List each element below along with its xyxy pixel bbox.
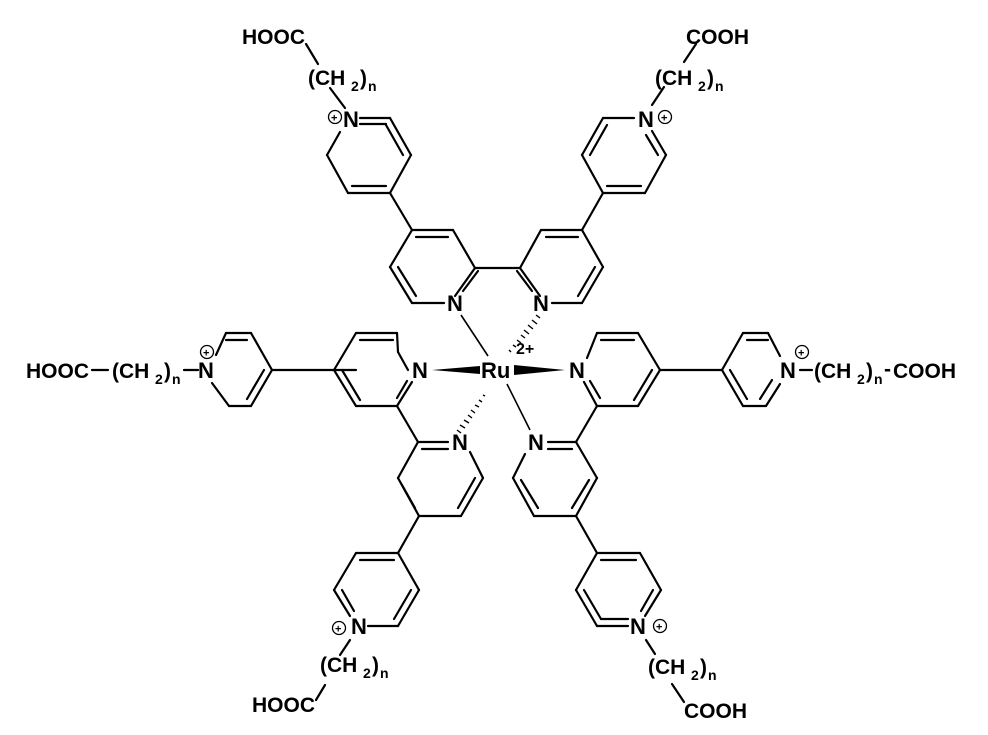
svg-text:): ) — [372, 654, 379, 677]
svg-text:N: N — [343, 107, 359, 132]
pyridinium-n-top-left: N + — [327, 107, 359, 132]
arm-top-left: HOOC (CH 2 ) n — [242, 26, 377, 94]
top-bipyridine — [388, 191, 605, 305]
linker-label: (CH — [308, 67, 345, 90]
positive-charge-icon — [327, 109, 343, 125]
arm-right: (CH 2 ) n - COOH — [814, 358, 956, 387]
linker-label: (CH — [814, 360, 851, 383]
svg-text:2: 2 — [363, 665, 371, 681]
positive-charge-icon — [652, 618, 668, 634]
svg-text:n: n — [708, 667, 717, 683]
n-right: N — [569, 358, 585, 383]
complex-charge: 2+ — [516, 341, 534, 358]
svg-text:+: + — [656, 622, 662, 634]
pyridinium-n-left: N + — [198, 344, 215, 383]
pyridinium-n-bottom-left: N + — [331, 614, 367, 639]
svg-text:n: n — [172, 371, 181, 387]
svg-text:2: 2 — [698, 78, 706, 94]
right-bipyridine — [511, 331, 724, 555]
svg-text:n: n — [874, 371, 883, 387]
coordination-bonds — [432, 314, 565, 434]
pyridinium-n-bottom-right: N + — [630, 614, 668, 639]
n-top-right: N — [533, 291, 549, 316]
svg-text:+: + — [335, 624, 341, 636]
left-pyridinium — [90, 331, 274, 408]
acid-label: COOH — [893, 360, 956, 383]
svg-text:n: n — [368, 78, 377, 94]
svg-text:2: 2 — [351, 78, 359, 94]
positive-charge-icon — [794, 344, 810, 360]
arm-top-right: COOH (CH 2 ) n — [655, 26, 749, 94]
svg-text:+: + — [661, 113, 667, 125]
positive-charge-icon — [199, 344, 215, 360]
metal-center: Ru 2+ — [481, 341, 534, 383]
n-bottom-right: N — [528, 430, 544, 455]
svg-text:n: n — [715, 78, 724, 94]
acid-label: HOOC — [26, 360, 89, 383]
arm-bottom-right: (CH 2 ) n COOH — [648, 656, 747, 723]
right-pyridinium — [720, 331, 814, 408]
svg-text:+: + — [203, 348, 209, 360]
linker-label: (CH — [655, 67, 692, 90]
linker-label: (CH — [320, 654, 357, 677]
svg-text:): ) — [700, 656, 707, 679]
svg-text:): ) — [360, 67, 367, 90]
positive-charge-icon — [657, 109, 673, 125]
svg-text:n: n — [380, 665, 389, 681]
svg-text:+: + — [331, 113, 337, 125]
svg-text:N: N — [638, 107, 654, 132]
pyridinium-n-top-right: N + — [638, 107, 673, 132]
n-top-left: N — [447, 291, 463, 316]
svg-text:N: N — [630, 614, 646, 639]
arm-bottom-left: (CH 2 ) n HOOC — [252, 654, 389, 717]
n-left: N — [412, 358, 428, 383]
svg-text:N: N — [780, 358, 796, 383]
pyridinium-n-right: N + — [780, 344, 810, 383]
svg-text:N: N — [351, 614, 367, 639]
svg-text:-: - — [884, 358, 891, 381]
svg-text:): ) — [707, 67, 714, 90]
top-left-pyridinium — [304, 42, 413, 195]
left-bipyridine — [270, 331, 485, 555]
acid-label: HOOC — [252, 694, 315, 717]
n-bottom-left: N — [452, 430, 468, 455]
top-right-pyridinium — [580, 42, 698, 195]
acid-label: HOOC — [242, 26, 305, 49]
linker-label: (CH — [112, 360, 149, 383]
arm-left: HOOC (CH 2 ) n — [26, 360, 181, 387]
linker-label: (CH — [648, 656, 685, 679]
positive-charge-icon — [331, 620, 347, 636]
svg-text:+: + — [798, 348, 804, 360]
svg-text:): ) — [164, 360, 171, 383]
svg-text:N: N — [198, 358, 214, 383]
svg-text:): ) — [866, 360, 873, 383]
acid-label: COOH — [684, 700, 747, 723]
svg-text:2: 2 — [155, 371, 163, 387]
svg-text:2: 2 — [691, 667, 699, 683]
bottom-left-pyridinium — [314, 551, 421, 702]
acid-label: COOH — [686, 26, 749, 49]
bottom-right-pyridinium — [574, 551, 686, 704]
svg-text:2: 2 — [857, 371, 865, 387]
ruthenium-label: Ru — [481, 358, 510, 383]
